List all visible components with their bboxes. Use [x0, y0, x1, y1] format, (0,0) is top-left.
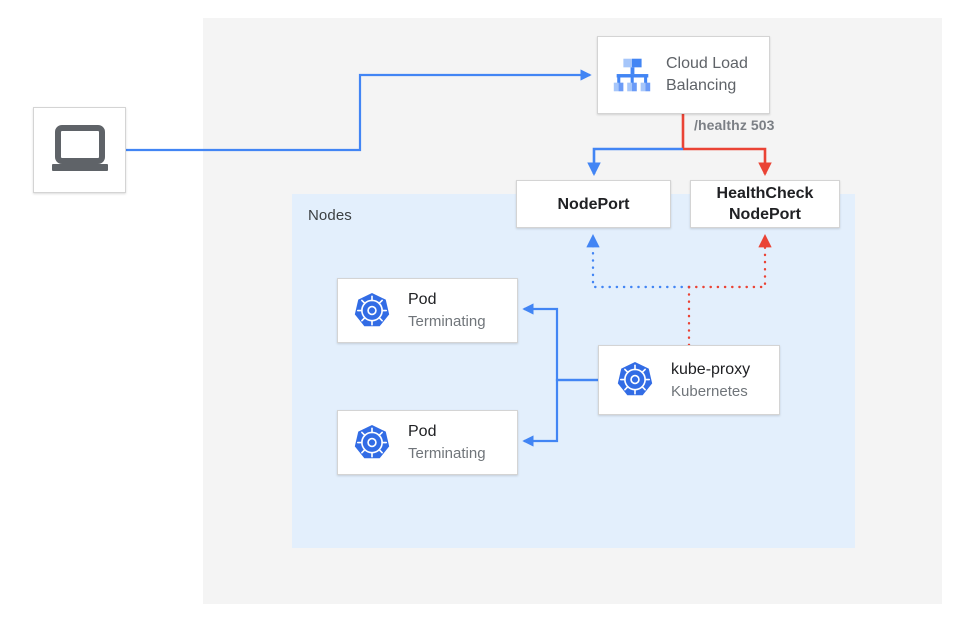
nodeport-label: NodePort — [557, 195, 630, 213]
pod-2-node[interactable]: Pod Terminating — [337, 410, 518, 475]
kube-proxy-subtitle: Kubernetes — [671, 382, 748, 400]
cloud-load-balancing-title-line1: Cloud Load — [666, 55, 748, 72]
pod-1-title: Pod — [408, 291, 437, 308]
pod-1-subtitle: Terminating — [408, 313, 486, 330]
healthcheck-nodeport-label-line1: HealthCheck — [716, 185, 814, 202]
cloud-load-balancing-icon — [608, 51, 656, 99]
cloud-load-balancing-text: Cloud Load Balancing — [666, 53, 748, 97]
client-node[interactable] — [33, 107, 126, 193]
kube-proxy-text: kube-proxy Kubernetes — [671, 359, 750, 402]
healthcheck-nodeport-node[interactable]: HealthCheck NodePort — [690, 180, 840, 228]
healthcheck-nodeport-label-line2: NodePort — [728, 206, 801, 223]
pod-1-node[interactable]: Pod Terminating — [337, 278, 518, 343]
kube-proxy-node[interactable]: kube-proxy Kubernetes — [598, 345, 780, 415]
pod-1-text: Pod Terminating — [408, 289, 486, 332]
nodes-region-label: Nodes — [308, 207, 352, 224]
kubernetes-icon — [613, 358, 657, 402]
cloud-load-balancing-title-line2: Balancing — [666, 77, 737, 94]
kubernetes-icon — [350, 289, 394, 333]
kube-proxy-title: kube-proxy — [671, 360, 751, 378]
pod-2-text: Pod Terminating — [408, 421, 486, 464]
pod-2-title: Pod — [408, 423, 437, 440]
nodeport-node[interactable]: NodePort — [516, 180, 671, 228]
kubernetes-icon — [350, 421, 394, 465]
healthz-edge-label: /healthz 503 — [694, 117, 775, 133]
healthcheck-nodeport-text: HealthCheck NodePort — [717, 183, 814, 225]
laptop-icon — [49, 121, 111, 179]
pod-2-subtitle: Terminating — [408, 445, 486, 462]
cloud-load-balancing-node[interactable]: Cloud Load Balancing — [597, 36, 770, 114]
